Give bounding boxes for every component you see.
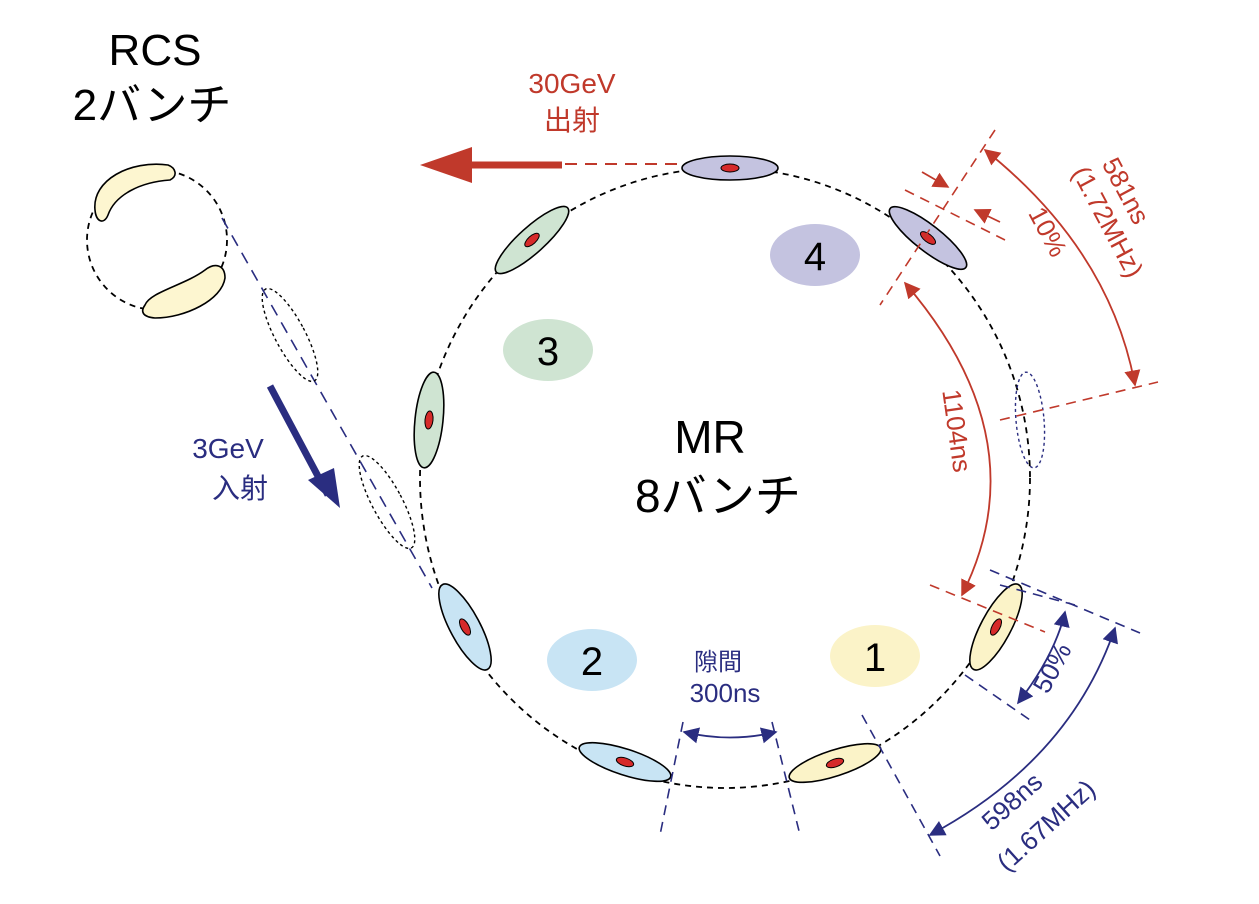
group-label-3: 3 — [503, 319, 593, 381]
time-1104-label: 1104ns — [936, 387, 977, 474]
injection-label-line1: 3GeV — [192, 433, 264, 464]
group-label-2-text: 2 — [581, 640, 603, 684]
mr-bunch-3a — [494, 205, 570, 275]
transport-bunch-upper — [261, 287, 319, 383]
period-598-annotation — [861, 569, 1141, 857]
gap-label-line1: 隙間 — [694, 649, 742, 676]
mr-bunch-1a — [788, 742, 882, 784]
rcs-bunch-bottom — [141, 264, 226, 319]
mr-bunch-4a — [681, 155, 779, 181]
mr-title-line1: MR — [674, 411, 746, 463]
injection-label-line2: 入射 — [212, 473, 268, 504]
mr-bunch-1b — [969, 583, 1023, 671]
percent-10-label: 10% — [1022, 202, 1073, 262]
mr-bunch-4b — [888, 205, 968, 271]
mr-title-line2: 8バンチ — [635, 470, 801, 522]
extraction-label-line1: 30GeV — [528, 68, 615, 99]
group-label-1-text: 1 — [864, 636, 886, 680]
rcs-bunch-top — [94, 163, 176, 222]
group-label-2: 2 — [547, 629, 637, 691]
rcs-ring — [86, 163, 228, 319]
group-label-4-text: 4 — [804, 235, 826, 279]
rcs-title-line2: 2バンチ — [73, 81, 232, 130]
mr-ring — [419, 167, 1031, 789]
group-label-4: 4 — [770, 224, 860, 286]
gap-label-line2: 300ns — [690, 678, 761, 708]
extraction-label-line2: 出射 — [544, 105, 600, 136]
period-581-annotation — [879, 129, 1159, 633]
rcs-title-line1: RCS — [109, 26, 202, 75]
injection-arrow-head — [308, 468, 340, 508]
transport-bunch-lower — [358, 454, 416, 550]
percent-50-label: 50% — [1027, 638, 1078, 698]
mr-bunch-2a — [438, 583, 492, 671]
group-label-3-text: 3 — [537, 330, 559, 374]
transport-line — [221, 217, 433, 589]
extraction-arrow-head — [420, 147, 472, 183]
group-label-1: 1 — [830, 625, 920, 687]
mr-bunch-2b — [578, 741, 672, 783]
mr-bunch-3b — [413, 371, 445, 469]
gap-annotation — [659, 721, 801, 836]
